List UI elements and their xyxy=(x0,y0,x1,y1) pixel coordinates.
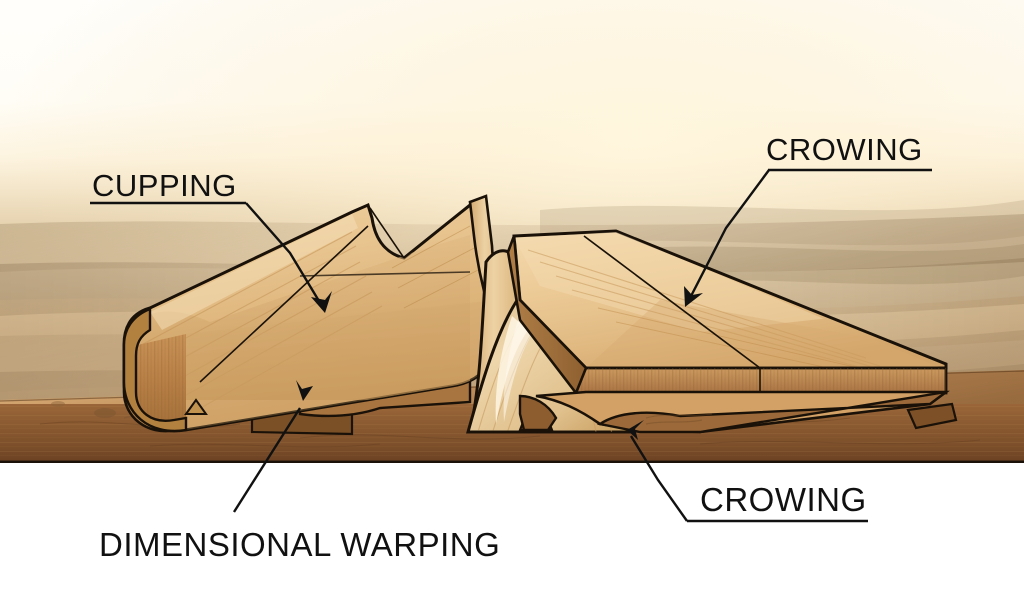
label-crowing-bottom: CROWING xyxy=(700,481,867,518)
cupped-plank xyxy=(122,196,499,436)
leader-cupping xyxy=(245,202,324,307)
leader-crowing-top xyxy=(687,169,770,301)
label-crowing-top: CROWING xyxy=(766,132,923,167)
label-cupping: CUPPING xyxy=(92,168,237,203)
caption-area xyxy=(0,463,1024,600)
label-texts: CUPPING CROWING DIMENSIONAL WARPING CROW… xyxy=(92,132,923,563)
leader-dimensional-warping xyxy=(232,407,302,513)
arrowhead-cupping xyxy=(311,291,332,313)
label-underlines xyxy=(90,168,932,523)
arrowhead-crowing-top xyxy=(684,286,703,307)
leader-lines xyxy=(232,169,770,522)
arrowhead-crowing-bottom xyxy=(627,420,644,440)
crowned-plank xyxy=(506,229,958,434)
leader-crowing-bottom xyxy=(629,435,688,522)
arrowheads xyxy=(296,286,703,440)
arrowhead-dimensional-warping xyxy=(296,380,313,401)
label-dimensional-warping: DIMENSIONAL WARPING xyxy=(99,526,500,563)
